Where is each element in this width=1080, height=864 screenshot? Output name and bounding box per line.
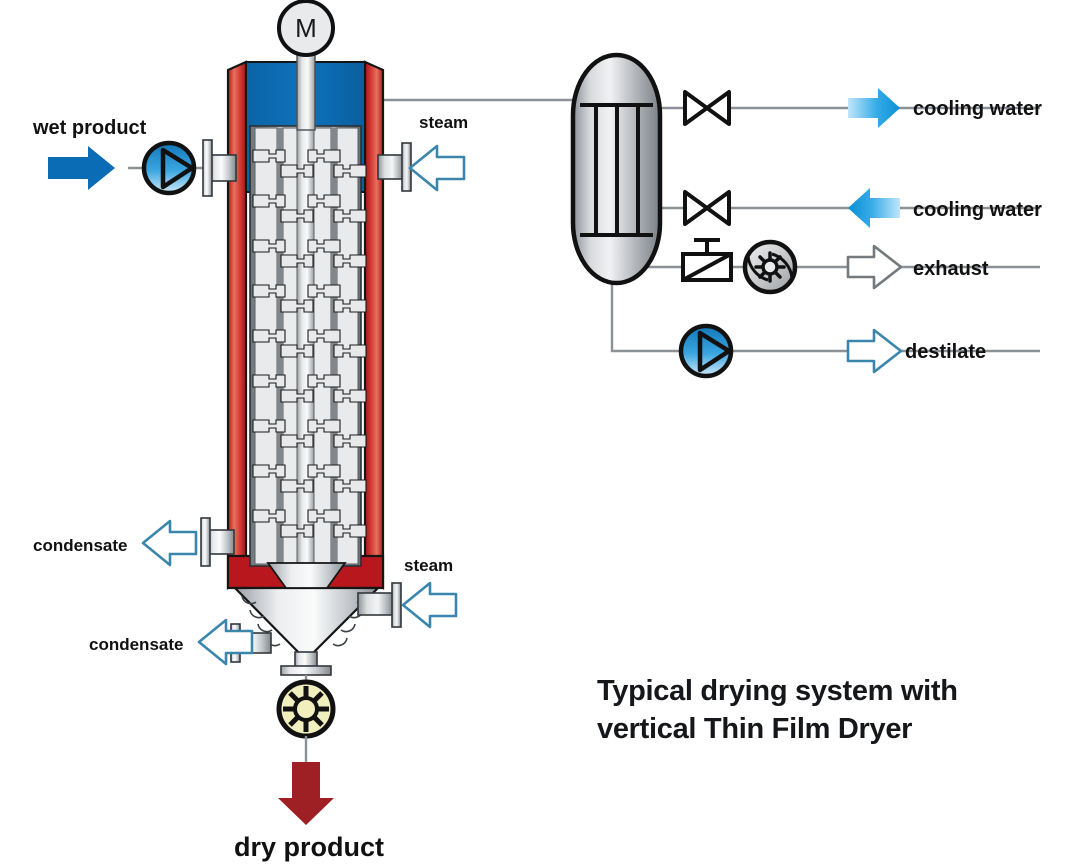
exhaust-blower[interactable] — [742, 239, 798, 295]
cone-discharge-flange — [280, 651, 332, 690]
steam-nozzle-lower — [357, 582, 402, 628]
thin-film-dryer[interactable]: M — [200, 0, 412, 690]
label-cooling-water-in: cooling water — [913, 98, 1042, 120]
condensate-arrow-upper — [141, 519, 198, 567]
distillate-pump[interactable] — [678, 323, 734, 379]
label-destilate: destilate — [905, 341, 986, 363]
dryer-jacket-right — [363, 60, 385, 590]
label-dry-product: dry product — [234, 832, 384, 862]
label-cooling-water-out: cooling water — [913, 199, 1042, 221]
drive-motor[interactable]: M — [277, 0, 335, 57]
dryer-jacket-left — [226, 60, 248, 590]
condensate-nozzle-upper — [200, 517, 235, 567]
cooling-water-out-arrow — [848, 188, 900, 228]
feed-pump[interactable] — [141, 140, 197, 196]
cooling-water-valve-upper[interactable] — [683, 90, 731, 126]
destilate-arrow — [846, 328, 903, 374]
title-line-1: Typical drying system with — [597, 675, 958, 707]
wet-product-arrow — [48, 146, 115, 190]
condensate-arrow-lower — [197, 618, 254, 666]
cooling-water-valve-lower[interactable] — [683, 190, 731, 226]
exhaust-control-valve[interactable] — [681, 238, 733, 282]
cone-inner-chute — [266, 562, 347, 589]
steam-arrow-upper — [408, 144, 466, 192]
label-condensate-upper: condensate — [33, 536, 127, 555]
title-line-2: vertical Thin Film Dryer — [597, 713, 912, 745]
label-wet-product: wet product — [32, 117, 147, 139]
condenser[interactable] — [570, 52, 663, 286]
steam-arrow-lower — [401, 581, 458, 629]
dry-product-arrow — [278, 762, 334, 825]
rotary-airlock-valve[interactable] — [276, 679, 336, 762]
motor-label: M — [295, 13, 317, 43]
condenser-tube-bundle — [580, 103, 653, 237]
exhaust-arrow — [846, 244, 903, 290]
cooling-water-in-arrow — [848, 88, 900, 128]
label-steam-top: steam — [419, 113, 468, 132]
distillate-line — [610, 272, 1040, 353]
label-condensate-lower: condensate — [89, 635, 183, 654]
feed-nozzle — [202, 139, 237, 197]
label-exhaust: exhaust — [913, 258, 989, 280]
label-steam-bottom: steam — [404, 556, 453, 575]
